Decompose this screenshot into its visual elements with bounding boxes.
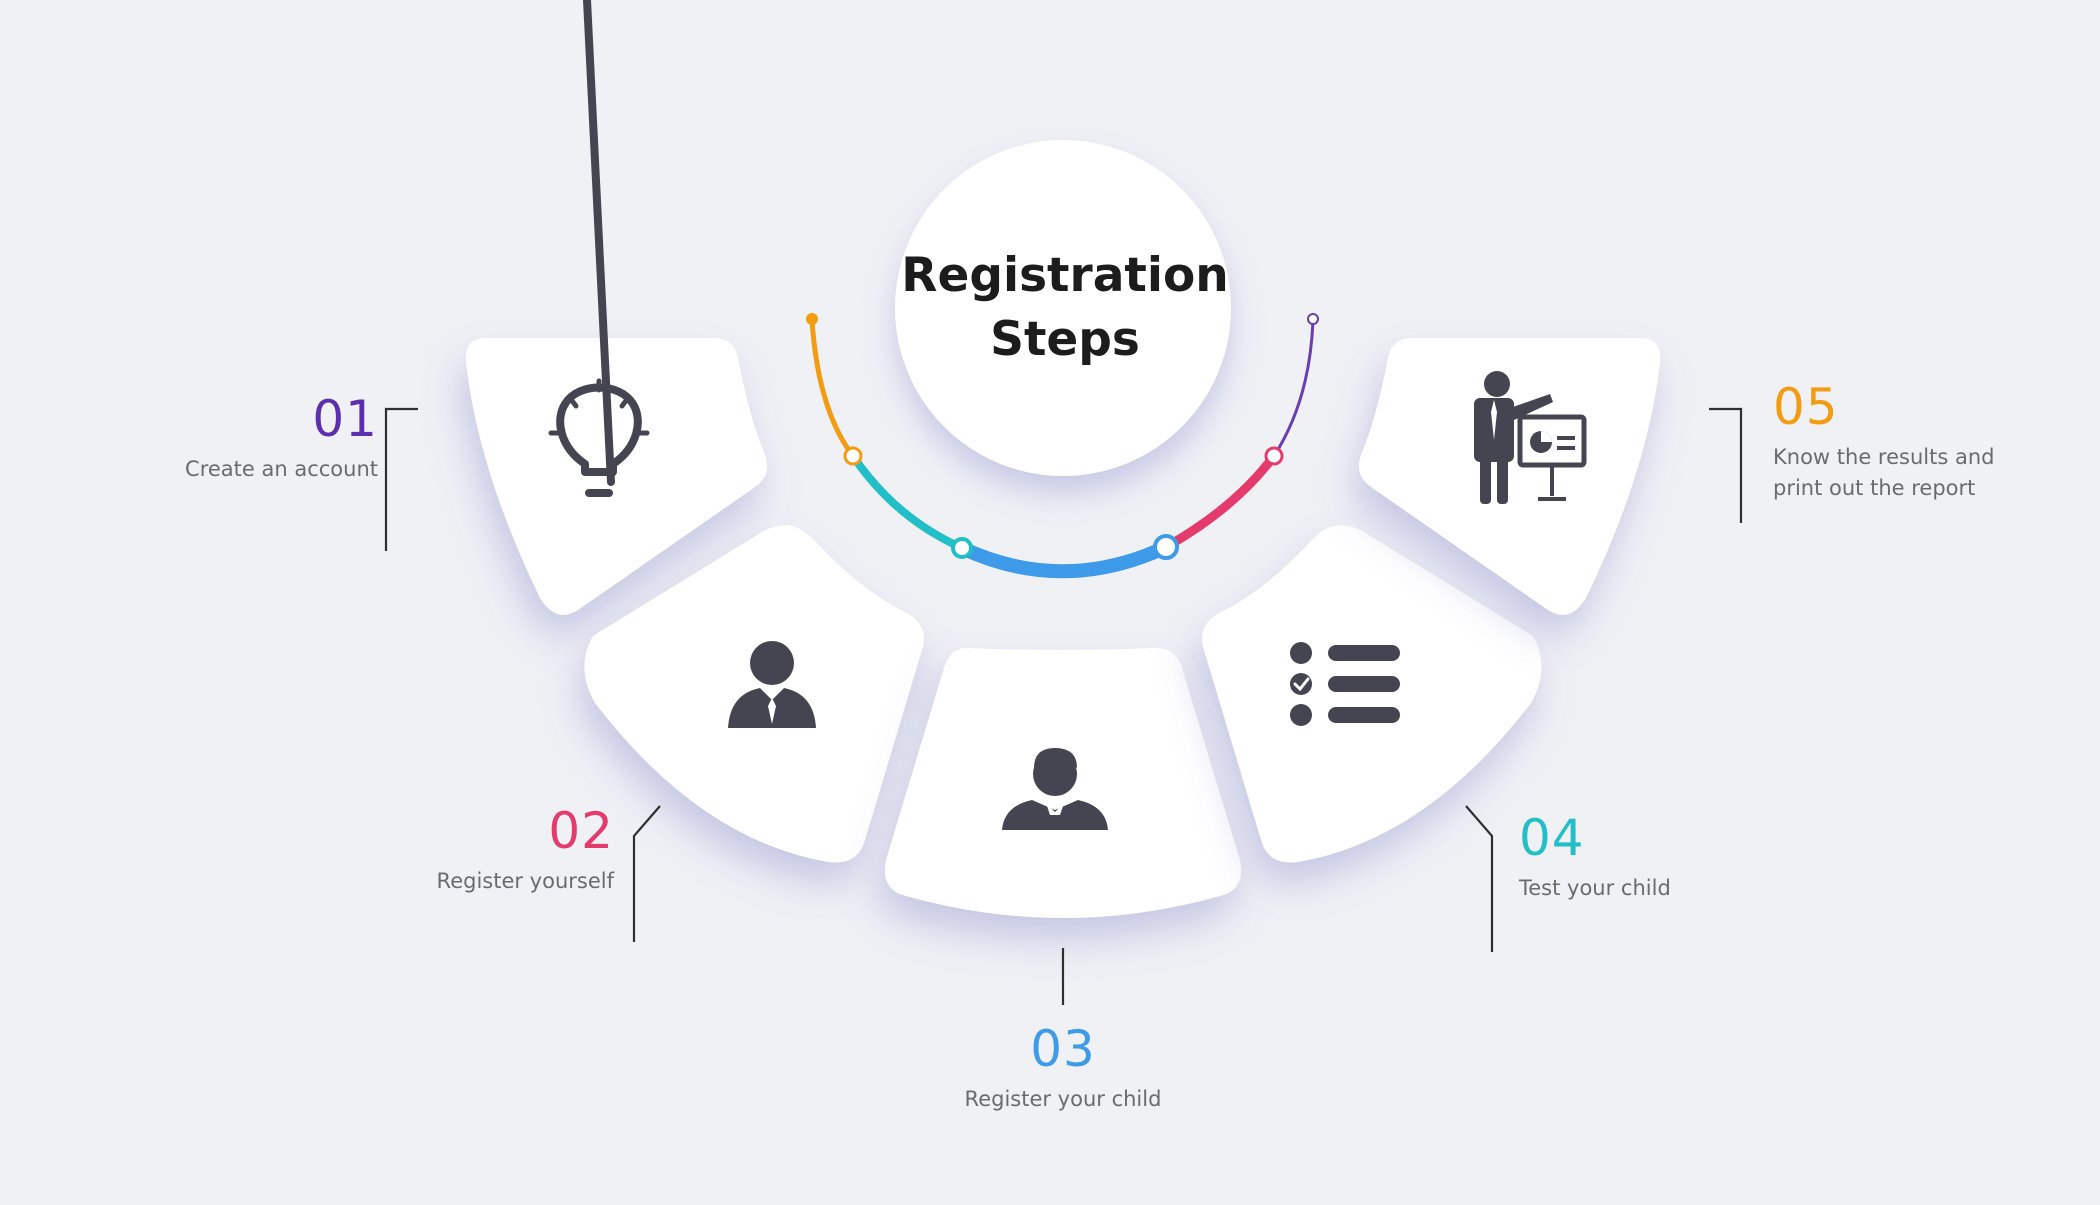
step-label-1: 01 Create an account [150, 394, 378, 485]
step-label-5: 05 Know the results and print out the re… [1773, 382, 2073, 504]
step-text-5-line-1: Know the results and [1773, 445, 1995, 469]
step-tile-1 [465, 338, 768, 615]
step-text-2: Register yourself [436, 869, 614, 893]
person-icon [1002, 748, 1108, 830]
progress-arc [806, 313, 1319, 579]
leader-line-1 [384, 407, 418, 551]
arc-segment-orange [809, 317, 856, 459]
step-number-1: 01 [312, 390, 378, 448]
leader-line-2 [632, 805, 661, 942]
title-line-1: Registration [901, 248, 1229, 303]
step-number-2: 02 [548, 802, 614, 860]
arc-segment-cyan [849, 452, 966, 552]
leader-line-4 [1465, 805, 1494, 952]
step-label-3: 03 Register your child [913, 1024, 1213, 1115]
step-tile-4 [1202, 525, 1542, 863]
leader-line-5 [1709, 407, 1743, 523]
center-title: Registration Steps [890, 244, 1240, 372]
arc-node-end [1307, 313, 1319, 325]
step-number-3: 03 [1030, 1020, 1096, 1078]
step-number-5: 05 [1773, 378, 1839, 436]
presenter-icon [1474, 371, 1587, 504]
arc-segment-blue [955, 540, 1173, 579]
step-label-4: 04 Test your child [1519, 813, 1779, 904]
step-text-5: Know the results and print out the repor… [1773, 442, 2073, 504]
arc-node-3 [1153, 534, 1179, 560]
arc-node-4 [1264, 446, 1284, 466]
arc-segment-pink [1161, 451, 1279, 552]
step-label-2: 02 Register yourself [400, 806, 614, 897]
title-line-2: Steps [990, 312, 1140, 367]
center-circle [895, 140, 1231, 476]
step-text-1: Create an account [185, 457, 378, 481]
step-text-5-line-2: print out the report [1773, 476, 1976, 500]
arc-segment-purple [1272, 318, 1315, 458]
step-tile-5 [1358, 338, 1661, 615]
step-text-4: Test your child [1519, 876, 1671, 900]
businessman-icon [728, 641, 816, 728]
checklist-icon [1290, 642, 1400, 726]
arc-node-1 [843, 446, 863, 466]
arc-node-2 [951, 537, 973, 559]
step-number-4: 04 [1519, 809, 1585, 867]
lightbulb-icon [548, 0, 650, 497]
step-text-3: Register your child [964, 1087, 1162, 1111]
arc-node-start [806, 313, 818, 325]
leader-lines [384, 407, 1743, 1005]
